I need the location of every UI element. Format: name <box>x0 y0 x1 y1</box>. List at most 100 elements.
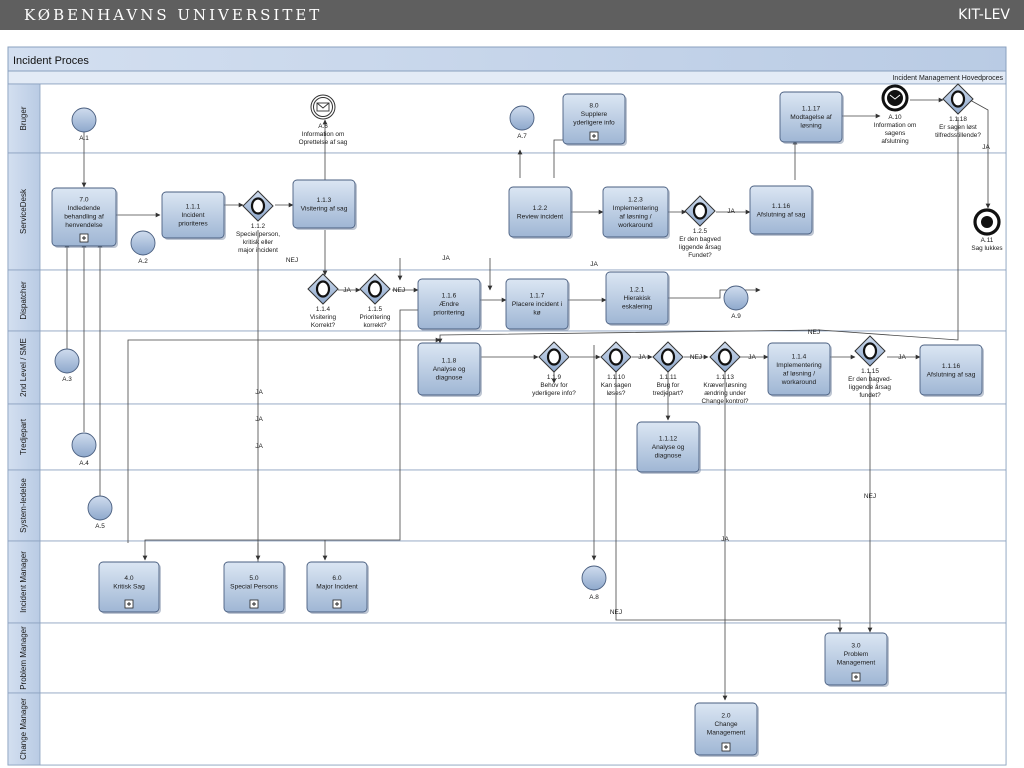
event-label: A.9 <box>731 313 741 320</box>
top-banner: KØBENHAVNS UNIVERSITET KIT-LEV <box>0 0 1024 30</box>
lane-bruger <box>7 83 1007 154</box>
flow-label-ja: JA <box>255 443 263 450</box>
event-label: A.5 <box>95 523 105 530</box>
flow-label-nej: NEJ <box>286 257 298 264</box>
event-label: A.4 <box>79 460 89 467</box>
lane-system <box>7 469 1007 542</box>
envelope-icon <box>316 102 330 112</box>
lane-chgmgr <box>7 692 1007 766</box>
flow-label-ja: JA <box>343 287 351 294</box>
sequence-flow <box>142 309 420 561</box>
flow-label-ja: JA <box>590 261 598 268</box>
event-based-gateway-icon <box>250 197 266 215</box>
lane-header-tredje <box>7 403 41 471</box>
lane-header-second <box>7 330 41 405</box>
lane-incmgr <box>7 540 1007 624</box>
envelope-icon <box>887 90 903 106</box>
flow-label-ja: JA <box>721 536 729 543</box>
lane-label-incmgr: Incident Manager <box>19 551 28 613</box>
plus-icon <box>854 675 858 679</box>
event-label: A.2 <box>138 258 148 265</box>
event-a3[interactable]: A.3 <box>54 348 80 383</box>
lane-tredje <box>7 403 1007 471</box>
lane-label-tredje: Tredjepart <box>19 418 28 455</box>
plus-icon <box>724 745 728 749</box>
flow-label-ja: JA <box>898 354 906 361</box>
lane-header-dispatcher <box>7 269 41 332</box>
pool-subtitle-bar <box>7 70 1007 85</box>
plus-icon <box>127 602 131 606</box>
event-a8[interactable]: A.8 <box>581 565 607 601</box>
event-a5[interactable]: A.5 <box>87 495 113 530</box>
event-a9[interactable]: A.9 <box>723 285 749 320</box>
lane-label-probmgr: Problem Manager <box>19 626 28 690</box>
event-based-gateway-icon <box>717 348 733 366</box>
event-a7[interactable]: A.7 <box>509 105 535 140</box>
event-based-gateway-icon <box>660 348 676 366</box>
lane-label-bruger: Bruger <box>19 106 28 130</box>
event-a4[interactable]: A.4 <box>71 432 97 467</box>
process-diagram: Incident Proces Incident Management Hove… <box>7 46 1007 766</box>
flow-label-nej: NEJ <box>864 493 876 500</box>
event-a2[interactable]: A.2 <box>130 230 156 265</box>
event-a1[interactable]: A.1 <box>71 107 97 142</box>
event-based-gateway-icon <box>315 280 331 298</box>
flow-label-ja: JA <box>982 144 990 151</box>
plus-icon <box>82 236 86 240</box>
lane-label-chgmgr: Change Manager <box>19 698 28 760</box>
event-label: A.1 <box>79 135 89 142</box>
